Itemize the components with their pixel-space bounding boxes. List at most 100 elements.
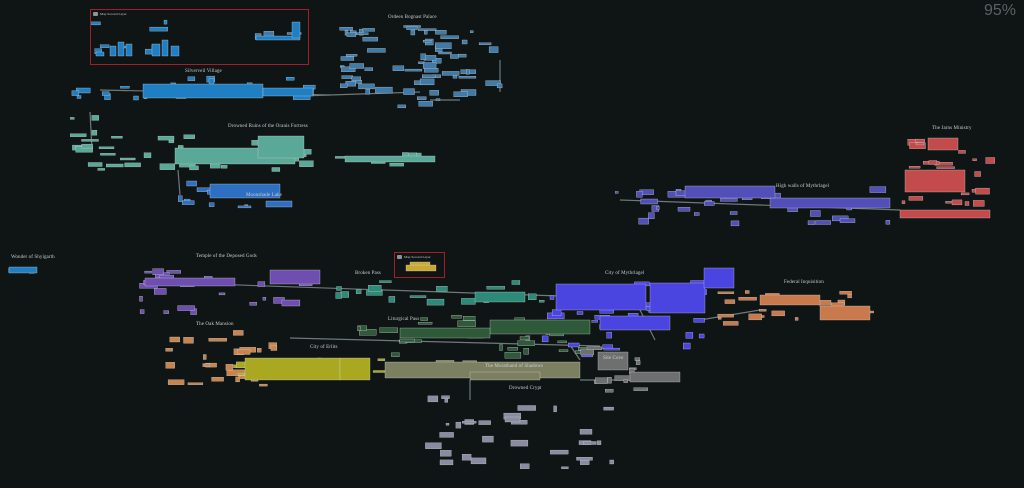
map-room — [163, 19, 168, 25]
map-room — [973, 200, 985, 207]
map-room — [340, 56, 355, 61]
map-room — [101, 91, 110, 96]
label-site: Site Cove — [603, 356, 624, 361]
map-room — [377, 358, 386, 361]
map-room — [901, 200, 906, 204]
map-room — [972, 158, 977, 161]
map-room — [818, 300, 832, 306]
map-room-large — [469, 371, 541, 381]
map-room — [97, 168, 105, 171]
map-room-large — [257, 135, 305, 159]
legend-room — [117, 41, 125, 57]
map-room-large — [904, 169, 966, 193]
map-room-large — [339, 357, 371, 381]
map-room — [541, 335, 549, 343]
legend-room — [170, 45, 180, 57]
second-layer-tag-top: Map Second Layer — [93, 12, 127, 16]
map-room — [281, 299, 301, 307]
map-room-large — [629, 371, 681, 383]
map-room — [909, 142, 926, 149]
map-room — [340, 291, 349, 298]
map-room — [424, 68, 439, 73]
map-room — [694, 212, 700, 216]
map-room — [517, 405, 536, 411]
map-room — [167, 379, 185, 385]
map-room — [591, 320, 598, 323]
map-room — [220, 165, 228, 169]
map-room — [638, 217, 649, 225]
map-room — [166, 270, 181, 274]
map-room — [482, 435, 494, 443]
map-room — [461, 454, 472, 461]
map-room — [441, 395, 450, 399]
map-room — [257, 281, 266, 287]
map-room — [440, 450, 452, 457]
map-room — [355, 32, 369, 35]
map-room — [496, 83, 503, 89]
map-room — [177, 305, 195, 311]
map-room — [771, 310, 785, 317]
map-room — [915, 138, 925, 143]
map-room — [908, 166, 921, 169]
map-room — [928, 160, 938, 165]
map-room — [450, 54, 459, 59]
map-corridor — [177, 169, 181, 196]
map-room — [336, 286, 342, 291]
map-room — [693, 318, 705, 323]
map-room-large — [142, 83, 264, 99]
second-layer-legend-mid[interactable] — [394, 252, 445, 278]
map-room — [124, 162, 141, 168]
map-room — [635, 360, 641, 365]
map-room — [362, 28, 375, 32]
map-room — [237, 205, 252, 209]
map-room — [163, 310, 169, 314]
map-room — [605, 389, 614, 393]
map-room — [985, 157, 995, 164]
map-room-large — [244, 357, 341, 381]
map-room — [908, 196, 924, 201]
map-room — [648, 212, 655, 219]
map-room-large — [599, 315, 671, 331]
map-room — [359, 329, 377, 336]
label-moonshade: Moonshade Lake — [246, 193, 282, 198]
map-room — [462, 421, 477, 424]
map-room — [120, 86, 130, 89]
map-room-large — [597, 351, 629, 371]
label-silverveil: Silverveil Village — [185, 69, 222, 74]
map-room — [139, 309, 145, 314]
map-room — [419, 78, 435, 86]
map-room — [582, 441, 597, 445]
map-room — [286, 77, 295, 81]
map-room — [478, 420, 491, 425]
map-room-large — [899, 209, 991, 219]
second-layer-legend-top[interactable] — [90, 9, 309, 65]
map-layer-icon — [397, 255, 402, 259]
map-room — [609, 459, 614, 465]
map-room — [144, 270, 152, 274]
map-room — [606, 331, 612, 339]
map-room — [257, 348, 262, 353]
map-room — [445, 423, 450, 426]
map-room — [523, 348, 529, 355]
map-room — [478, 42, 492, 45]
map-room — [233, 330, 244, 336]
map-room — [420, 317, 428, 321]
map-room — [488, 46, 499, 53]
map-room — [511, 280, 521, 285]
map-room — [364, 67, 373, 71]
map-room — [152, 268, 164, 275]
map-room — [974, 171, 981, 177]
map-room — [964, 201, 970, 206]
map-room — [603, 406, 614, 411]
map-room — [815, 220, 831, 225]
map-layer-icon — [93, 12, 98, 16]
map-room — [466, 69, 470, 75]
map-room — [189, 165, 199, 171]
map-room — [362, 36, 378, 42]
map-room — [975, 187, 990, 195]
map-room — [149, 26, 168, 32]
map-room — [70, 117, 75, 120]
map-room-large — [927, 137, 959, 151]
